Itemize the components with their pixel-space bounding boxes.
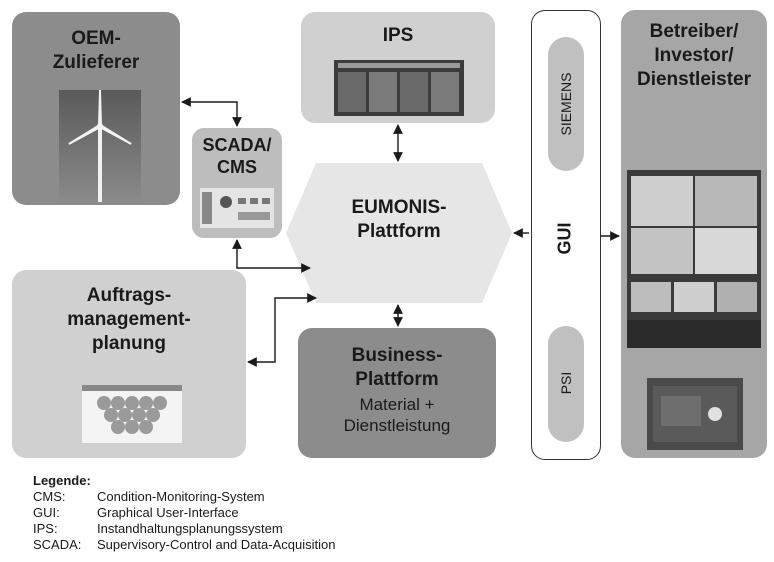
betreiber-title: Betreiber/ Investor/ Dienstleister	[636, 21, 752, 90]
legend-value: Graphical User-Interface	[97, 505, 239, 520]
arrow-oem-scada	[181, 97, 242, 127]
legend-row: SCADA: Supervisory-Control and Data-Acqui…	[33, 537, 335, 553]
ips-box: IPS	[301, 12, 495, 123]
siemens-ellipse	[548, 37, 584, 171]
business-title: Business- Plattform	[351, 345, 443, 390]
legend-row: IPS: Instandhaltungsplanungssystem	[33, 521, 335, 537]
psi-ellipse	[548, 326, 584, 442]
control-room-image	[627, 170, 761, 348]
arrow-auftrag-eumonis	[247, 293, 317, 367]
legend: Legende: CMS: Condition-Monitoring-System…	[33, 473, 335, 553]
betreiber-box: Betreiber/ Investor/ Dienstleister	[621, 10, 767, 458]
scada-title: SCADA/ CMS	[202, 135, 272, 177]
oem-box: OEM- Zulieferer	[12, 12, 180, 205]
legend-row: CMS: Condition-Monitoring-System	[33, 489, 335, 505]
legend-value: Condition-Monitoring-System	[97, 489, 265, 504]
business-subtitle: Material + Dienstleistung	[343, 395, 451, 435]
legend-key: GUI:	[33, 505, 60, 520]
scada-box: SCADA/ CMS	[192, 128, 282, 238]
legend-key: IPS:	[33, 521, 58, 536]
eumonis-title: EUMONIS- Plattform	[351, 197, 447, 242]
legend-row: GUI: Graphical User-Interface	[33, 505, 335, 521]
ips-screenshot-image	[334, 60, 464, 116]
hexagon-map-image	[82, 385, 182, 443]
scada-screenshot-image	[200, 188, 274, 228]
legend-key: SCADA:	[33, 537, 82, 552]
ips-title: IPS	[382, 25, 414, 46]
auftrag-title: Auftrags- management- planung	[67, 285, 191, 354]
legend-key: CMS:	[33, 489, 66, 504]
arrow-scada-eumonis	[232, 239, 311, 273]
business-box: Business- Plattform Material + Dienstlei…	[298, 328, 496, 458]
auftrag-box: Auftrags- management- planung	[12, 270, 246, 458]
legend-value: Supervisory-Control and Data-Acquisition	[97, 537, 336, 552]
legend-value: Instandhaltungsplanungssystem	[97, 521, 283, 536]
legend-heading: Legende:	[33, 473, 91, 488]
eumonis-platform-shape	[286, 163, 512, 303]
oem-title: OEM- Zulieferer	[52, 28, 140, 73]
wind-turbine-image	[59, 90, 141, 202]
workshop-image	[647, 378, 743, 450]
